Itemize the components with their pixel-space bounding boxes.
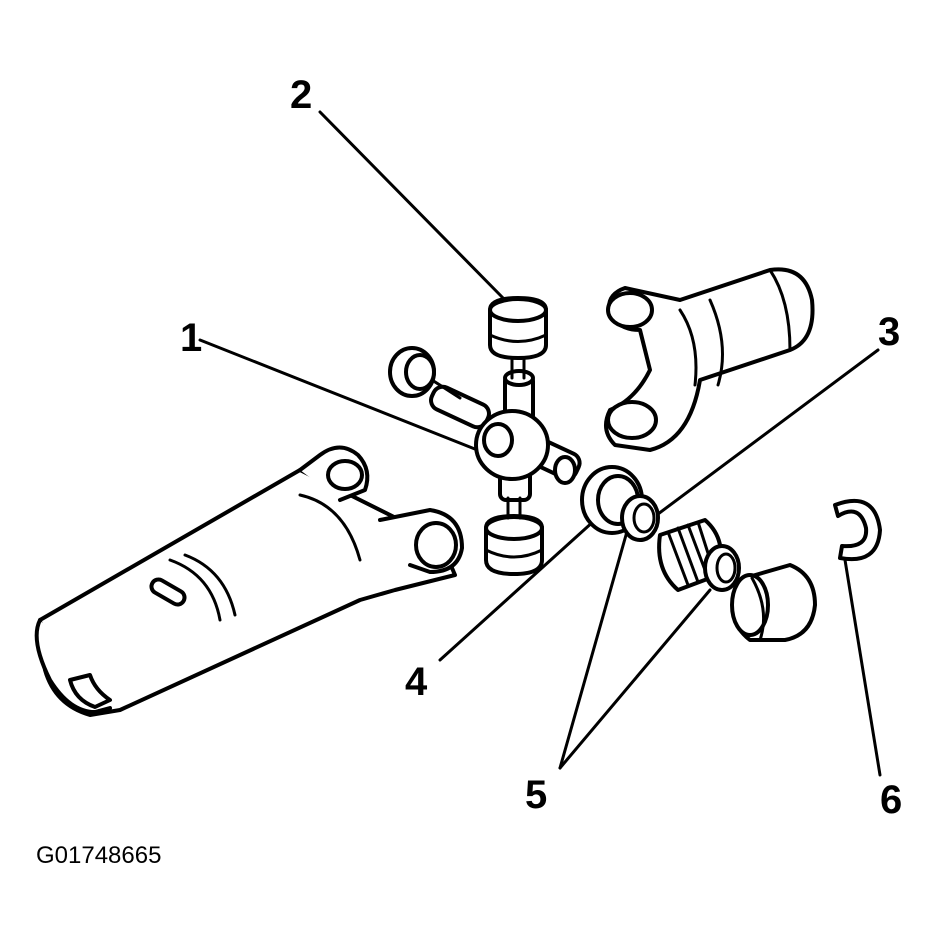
universal-joint-cross	[429, 369, 582, 502]
bearing-cup-left	[388, 346, 462, 400]
rear-yoke	[604, 267, 815, 452]
callout-3: 3	[878, 310, 901, 354]
bearing-cup-bottom	[484, 496, 544, 576]
callout-6: 6	[880, 778, 903, 822]
snap-ring	[833, 499, 882, 562]
retainer-ring-outer	[703, 544, 741, 592]
figure-code: G01748665	[36, 842, 162, 869]
leader-line-1	[198, 338, 492, 457]
callout-1: 1	[180, 316, 203, 360]
callout-5: 5	[525, 773, 548, 817]
bearing-cup-top	[488, 296, 548, 380]
callout-2: 2	[290, 73, 313, 117]
bearing-cup-outer	[730, 563, 817, 642]
leader-line-6	[843, 558, 882, 777]
leader-line-5b	[558, 588, 712, 770]
callout-4: 4	[405, 660, 428, 704]
leader-line-3	[648, 348, 880, 522]
leader-lines	[198, 110, 882, 777]
driveshaft-tube	[34, 445, 464, 717]
leader-line-5a	[558, 526, 630, 770]
leader-line-2	[318, 110, 507, 302]
retainer-ring-inner	[620, 494, 660, 542]
leader-line-4	[438, 518, 597, 662]
